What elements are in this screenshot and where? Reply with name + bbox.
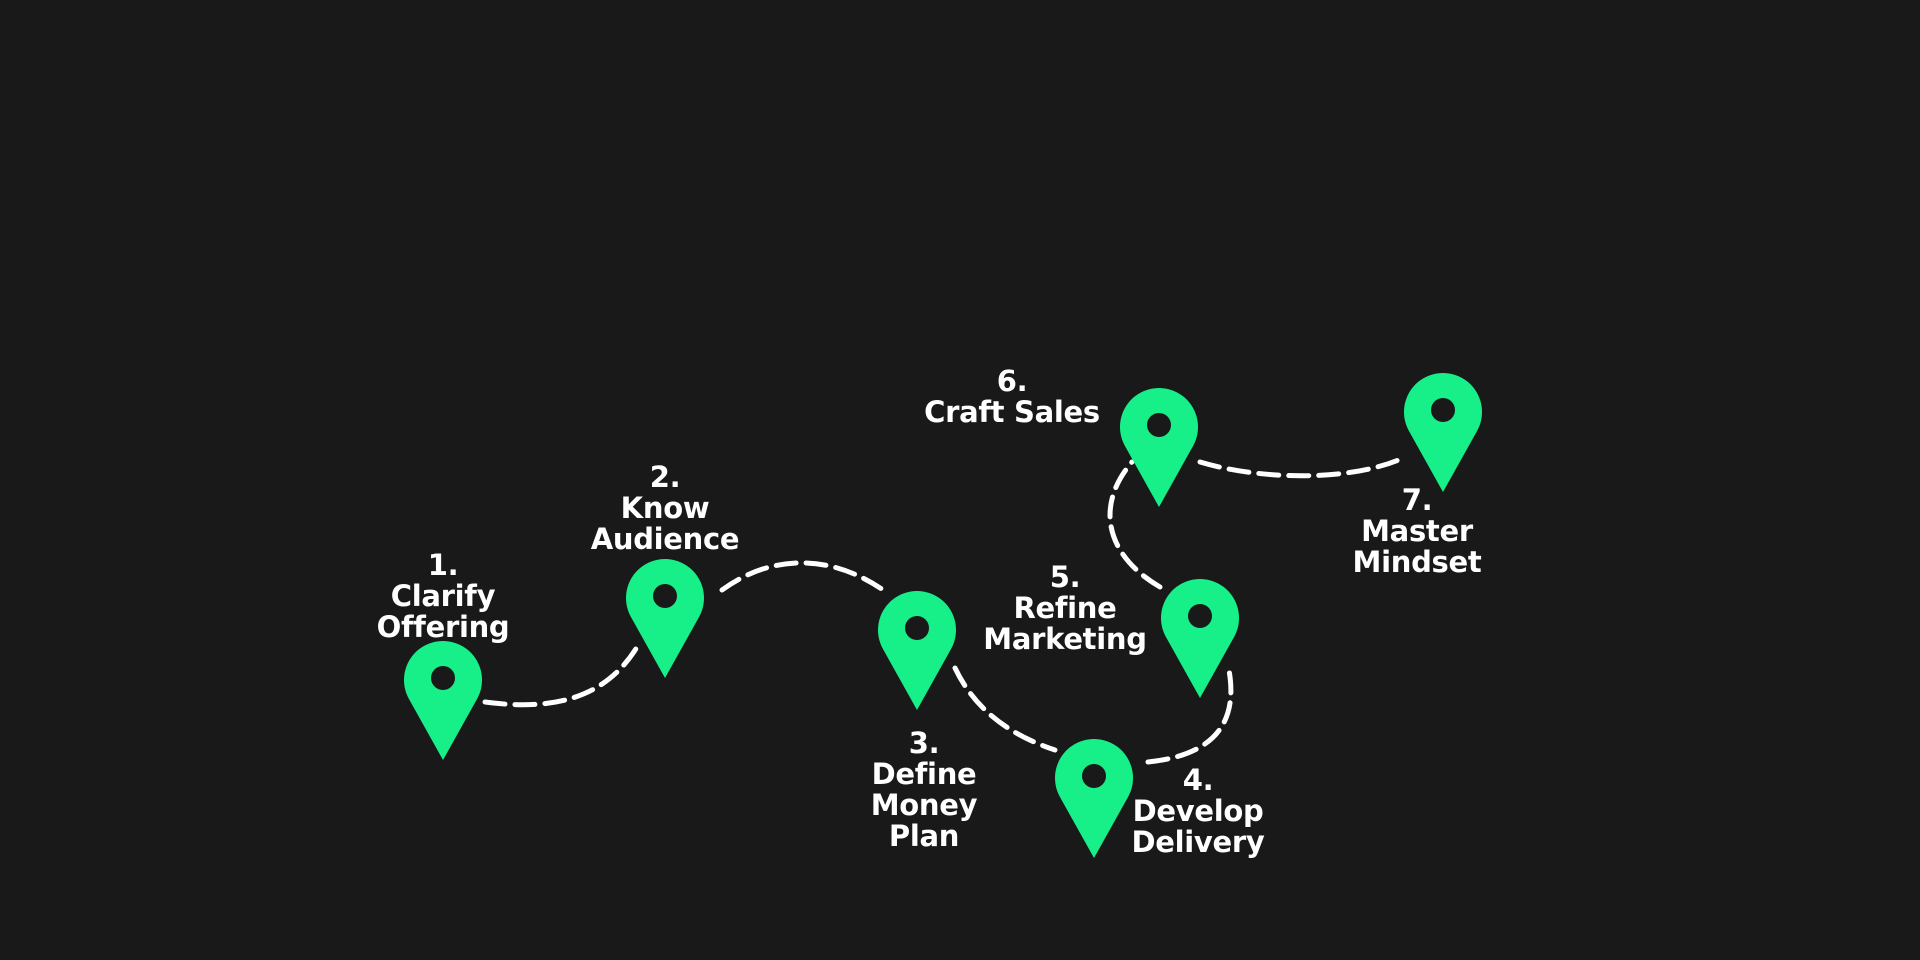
step-number: 6. — [996, 364, 1028, 398]
map-pin-icon — [1404, 373, 1482, 492]
step-title-line: Marketing — [983, 622, 1147, 656]
step-title-line: Clarify — [390, 579, 496, 613]
step-title-line: Develop — [1132, 794, 1264, 828]
step-number: 2. — [649, 460, 681, 494]
step-number: 3. — [908, 726, 940, 760]
step-title-line: Define — [871, 757, 977, 791]
route-segment-6-7 — [1197, 455, 1406, 479]
step-title-line: Offering — [376, 610, 510, 644]
route-segment-5-6 — [1107, 459, 1163, 590]
step-title-line: Money — [870, 788, 978, 822]
route-segment-2-3 — [719, 560, 889, 595]
step-title-line: Master — [1361, 514, 1473, 548]
map-pin-icon — [1055, 739, 1133, 858]
route-segment-3-4 — [952, 665, 1058, 753]
step-title-line: Refine — [1013, 591, 1117, 625]
route-segment-1-2 — [482, 639, 643, 708]
map-pin-icon — [1161, 579, 1239, 698]
map-pin-icon — [878, 591, 956, 710]
step-number: 7. — [1401, 483, 1433, 517]
step-title-line: Craft Sales — [924, 395, 1100, 429]
step-number: 4. — [1182, 763, 1214, 797]
step-title-line: Plan — [888, 819, 960, 853]
step-title-line: Delivery — [1131, 825, 1265, 859]
map-pin-icon — [1120, 388, 1198, 507]
step-number: 1. — [427, 548, 459, 582]
step-title-line: Mindset — [1352, 545, 1482, 579]
step-number: 5. — [1049, 560, 1081, 594]
step-title-line: Audience — [590, 522, 740, 556]
step-label-6: 6.Craft Sales — [902, 366, 1122, 428]
step-title-line: Know — [620, 491, 710, 525]
route-segment-4-5 — [1145, 662, 1234, 765]
map-pin-icon — [404, 641, 482, 760]
map-pin-icon — [626, 559, 704, 678]
